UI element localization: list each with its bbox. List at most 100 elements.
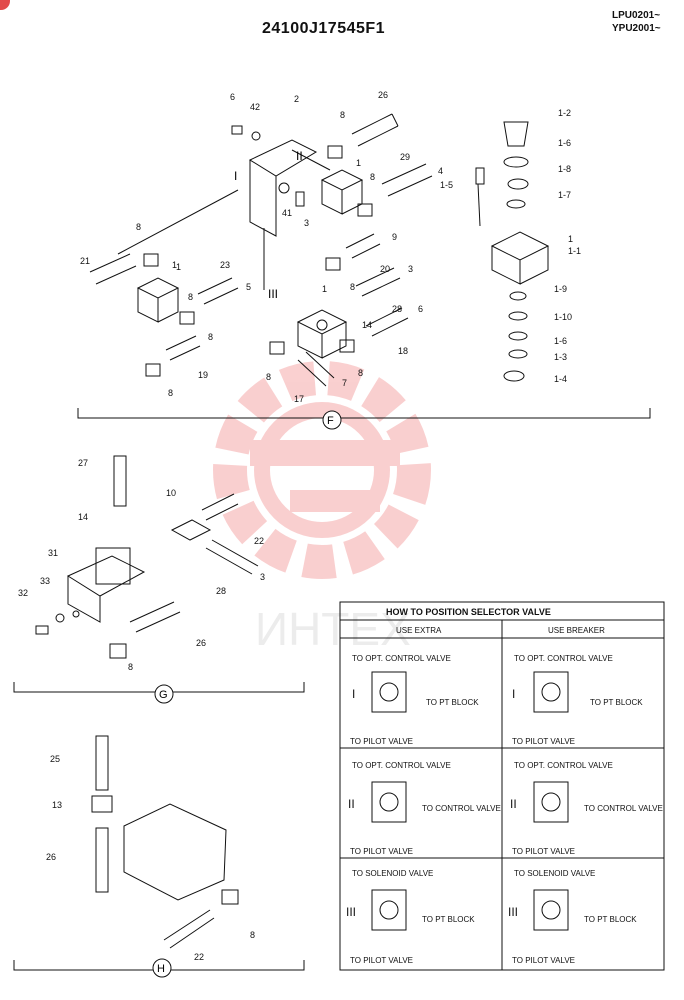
- row3-extra-top: TO SOLENOID VALVE: [352, 869, 433, 878]
- callout: 8: [188, 292, 193, 302]
- row3-breaker-bottom: TO PILOT VALVE: [512, 956, 575, 965]
- callout: 6: [230, 92, 235, 102]
- row2-breaker-roman: II: [510, 797, 517, 811]
- callout: 1: [356, 158, 361, 168]
- callout: 3: [408, 264, 413, 274]
- callout: 26: [196, 638, 206, 648]
- callout: 22: [254, 536, 264, 546]
- diagram-title: 24100J17545F1: [262, 20, 386, 37]
- callout: 14: [362, 320, 372, 330]
- section-h-group: [13, 735, 305, 978]
- section-g-group: [13, 455, 305, 704]
- column-header-extra: USE EXTRA: [396, 626, 442, 635]
- row3-extra-bottom: TO PILOT VALVE: [350, 956, 413, 965]
- model-code-1: LPU0201~: [612, 10, 661, 21]
- callout: 8: [266, 372, 271, 382]
- callout: 1-5: [440, 180, 453, 190]
- callout: 29: [400, 152, 410, 162]
- callout: 8: [350, 282, 355, 292]
- row3-breaker-roman: III: [508, 905, 518, 919]
- row2-breaker-top: TO OPT. CONTROL VALVE: [514, 761, 613, 770]
- row2-extra-right: TO CONTROL VALVE: [422, 804, 501, 813]
- callout: 1-9: [554, 284, 567, 294]
- callout: 1-1: [568, 246, 581, 256]
- row2-extra-bottom: TO PILOT VALVE: [350, 847, 413, 856]
- callout: 33: [40, 576, 50, 586]
- callout: 1-10: [554, 312, 572, 322]
- row3-breaker-right: TO PT BLOCK: [584, 915, 637, 924]
- callout: 8: [136, 222, 141, 232]
- callout: 8: [370, 172, 375, 182]
- row1-breaker-top: TO OPT. CONTROL VALVE: [514, 654, 613, 663]
- callout: 17: [294, 394, 304, 404]
- callout: 1-8: [558, 164, 571, 174]
- row3-extra-roman: III: [346, 905, 356, 919]
- row1-extra-roman: I: [352, 687, 355, 701]
- callout: 25: [50, 754, 60, 764]
- section-f-group: [77, 113, 651, 430]
- callout: 10: [166, 488, 176, 498]
- callout: 41: [282, 208, 292, 218]
- callout: 27: [78, 458, 88, 468]
- roman-label-1: I: [234, 169, 237, 183]
- column-header-breaker: USE BREAKER: [548, 626, 605, 635]
- callout: 42: [250, 102, 260, 112]
- callout: 1-6: [558, 138, 571, 148]
- callout: 26: [378, 90, 388, 100]
- callout: 1-3: [554, 352, 567, 362]
- callout: 8: [358, 368, 363, 378]
- watermark-text: ИНТЕХ: [255, 603, 411, 655]
- callout: 28: [216, 586, 226, 596]
- selector-table-title: HOW TO POSITION SELECTOR VALVE: [386, 607, 551, 617]
- callout: 7: [342, 378, 347, 388]
- watermark-gear-icon: [213, 361, 431, 579]
- callout: 1: [172, 260, 177, 270]
- callout: 3: [304, 218, 309, 228]
- callout: 8: [208, 332, 213, 342]
- callout: 26: [46, 852, 56, 862]
- roman-label-3: III: [268, 287, 278, 301]
- section-h-label: H: [157, 963, 165, 975]
- roman-label-2: II: [296, 149, 303, 163]
- row2-extra-top: TO OPT. CONTROL VALVE: [352, 761, 451, 770]
- callout: 9: [392, 232, 397, 242]
- selector-table: [339, 601, 665, 971]
- row3-extra-right: TO PT BLOCK: [422, 915, 475, 924]
- corner-marker: [0, 0, 10, 10]
- row1-breaker-roman: I: [512, 687, 515, 701]
- callout: 31: [48, 548, 58, 558]
- row2-breaker-right: TO CONTROL VALVE: [584, 804, 663, 813]
- callout: 1-4: [554, 374, 567, 384]
- row1-extra-bottom: TO PILOT VALVE: [350, 737, 413, 746]
- callout: 1-7: [558, 190, 571, 200]
- callout: 19: [198, 370, 208, 380]
- callout: 8: [168, 388, 173, 398]
- callout: 3: [260, 572, 265, 582]
- callout-labels: 6 42 2 26 8 1 8 29 4 1-2 1-6 1-8 1-5 1-7…: [18, 90, 581, 962]
- callout: 28: [392, 304, 402, 314]
- row1-breaker-right: TO PT BLOCK: [590, 698, 643, 707]
- callout: 22: [194, 952, 204, 962]
- callout: 8: [340, 110, 345, 120]
- callout: 1: [322, 284, 327, 294]
- row2-breaker-bottom: TO PILOT VALVE: [512, 847, 575, 856]
- row1-breaker-bottom: TO PILOT VALVE: [512, 737, 575, 746]
- callout: 1-6: [554, 336, 567, 346]
- callout: 21: [80, 256, 90, 266]
- row1-extra-top: TO OPT. CONTROL VALVE: [352, 654, 451, 663]
- row2-extra-roman: II: [348, 797, 355, 811]
- callout: 20: [380, 264, 390, 274]
- callout: 5: [246, 282, 251, 292]
- callout: 14: [78, 512, 88, 522]
- row1-extra-right: TO PT BLOCK: [426, 698, 479, 707]
- callout: 1: [568, 234, 573, 244]
- callout: 6: [418, 304, 423, 314]
- callout: 1: [176, 262, 181, 272]
- callout: 32: [18, 588, 28, 598]
- selector-table-text: HOW TO POSITION SELECTOR VALVE USE EXTRA…: [346, 607, 663, 965]
- callout: 18: [398, 346, 408, 356]
- section-g-label: G: [159, 689, 168, 701]
- callout: 13: [52, 800, 62, 810]
